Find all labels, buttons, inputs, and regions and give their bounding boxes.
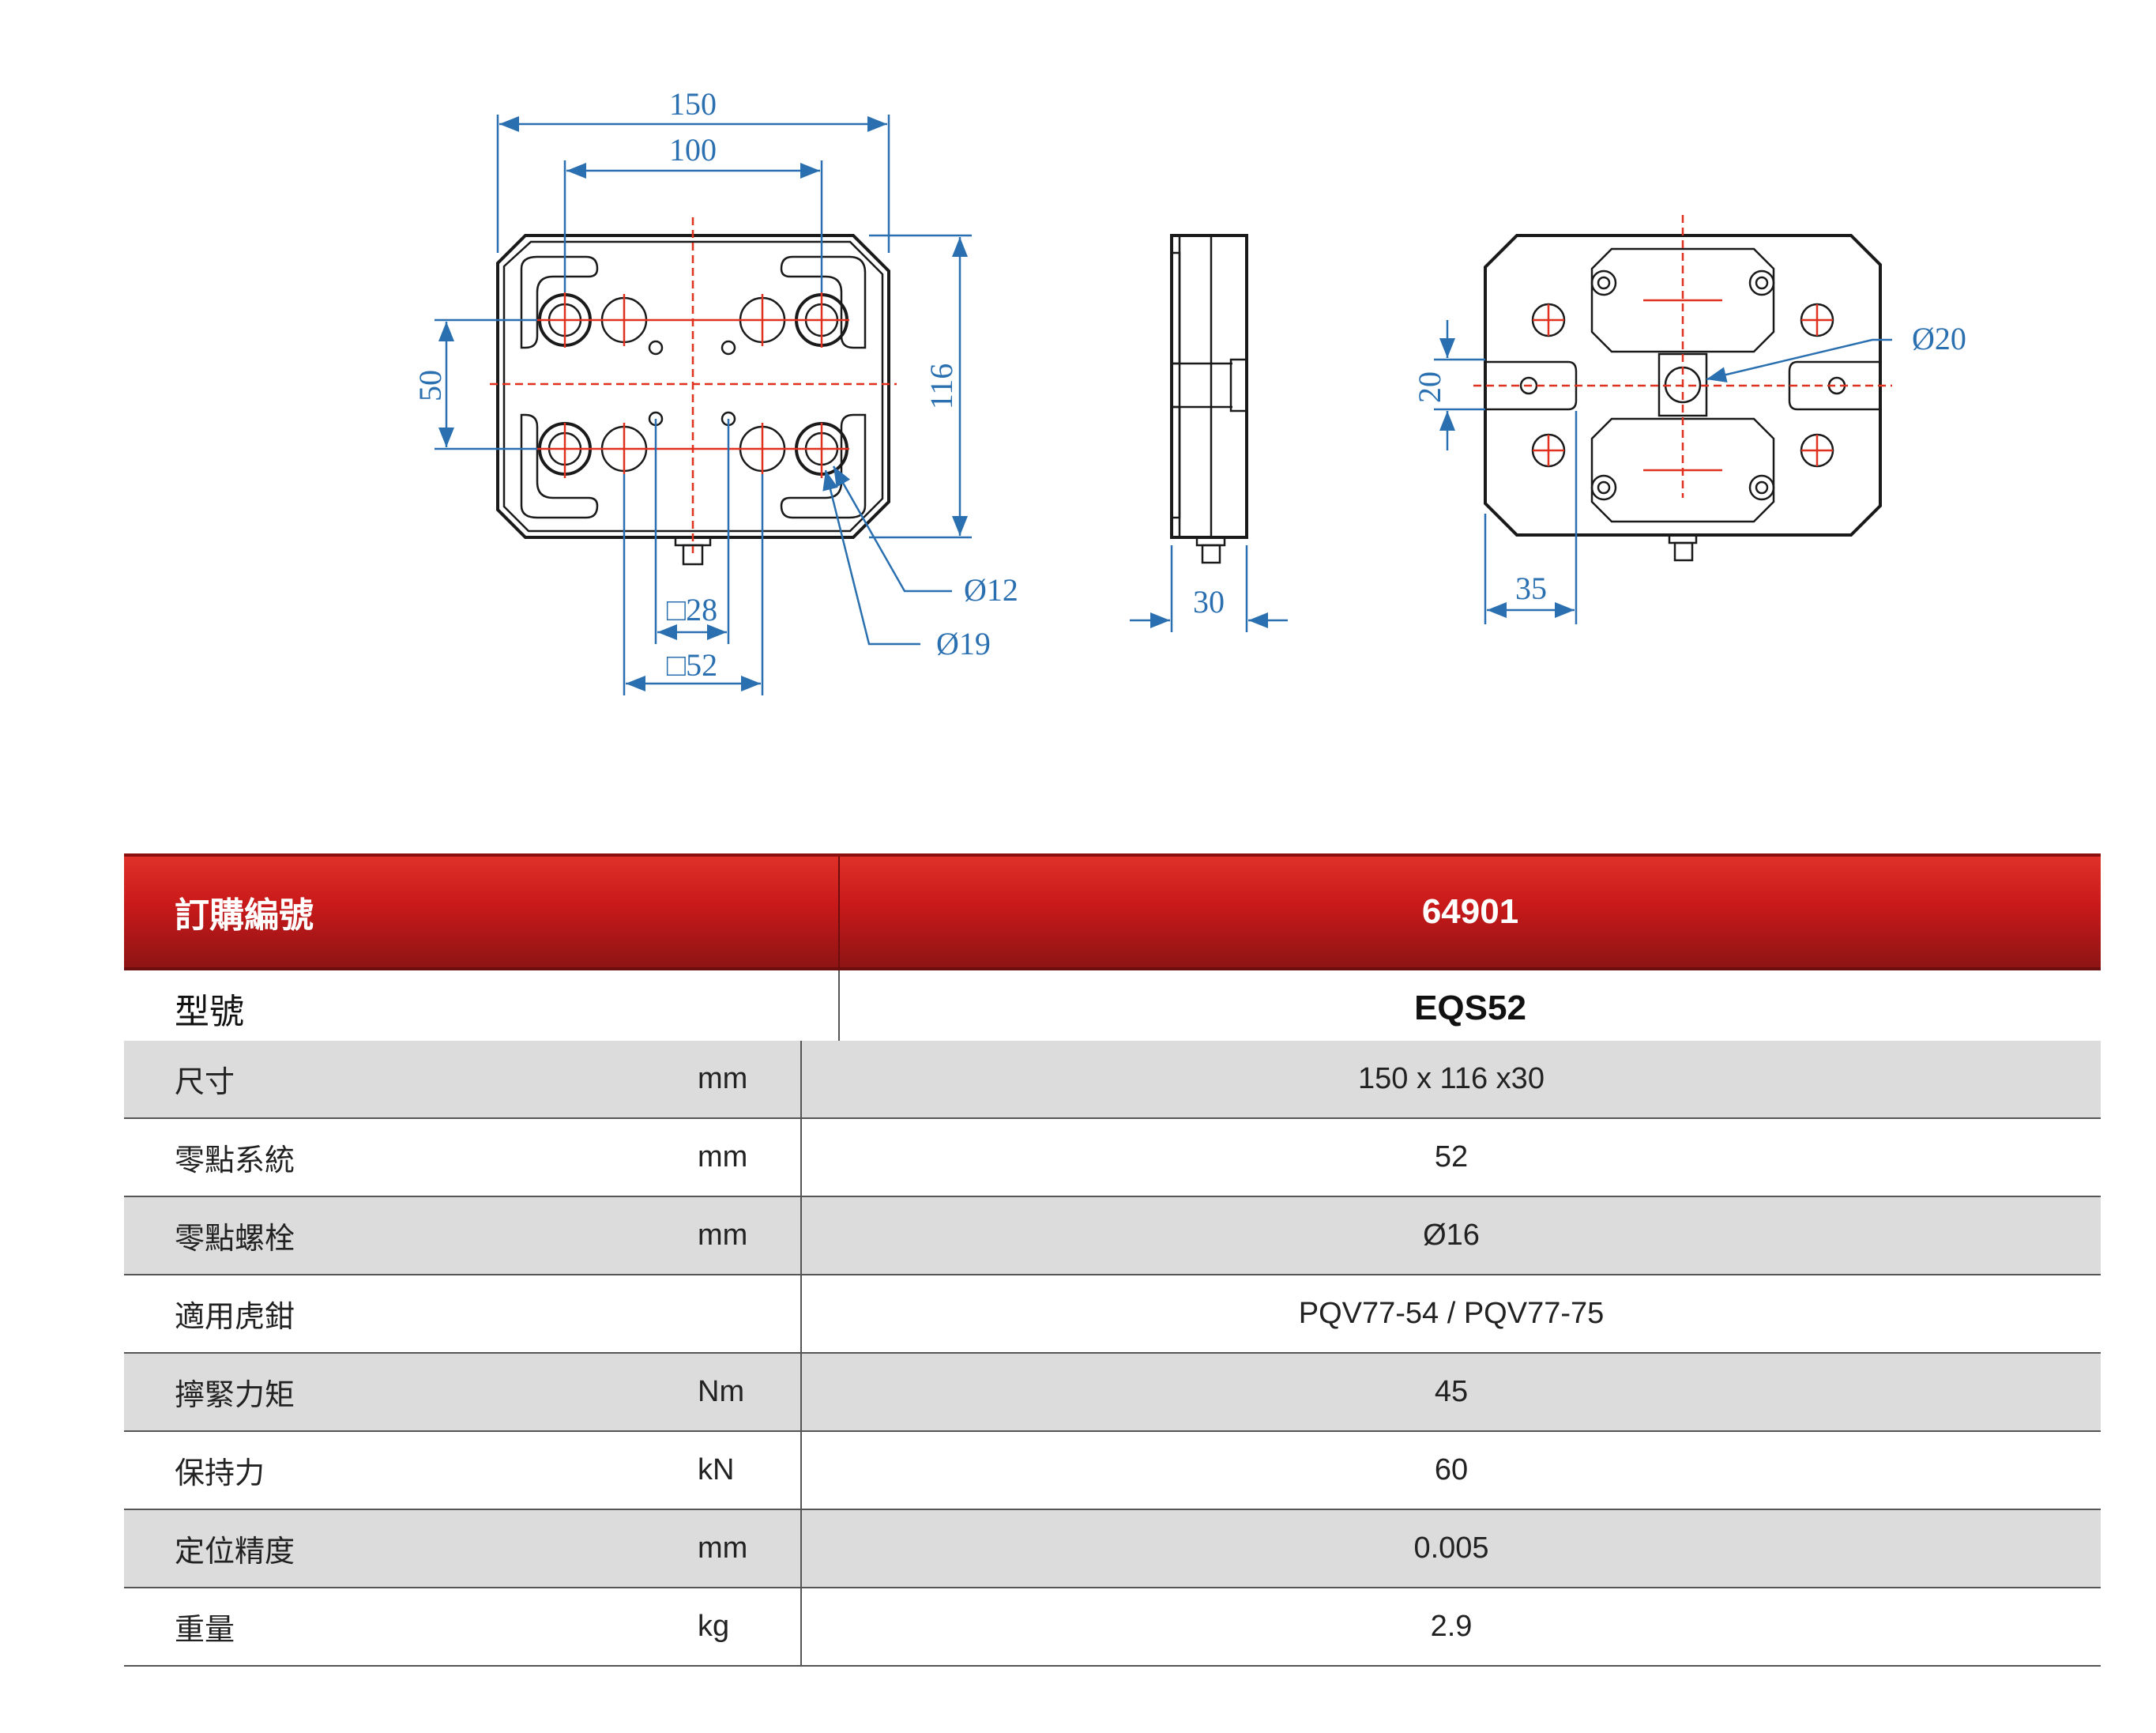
row-value: 2.9	[800, 1588, 2101, 1667]
spec-table: 訂購編號 64901 型號 EQS52	[124, 853, 2101, 1048]
table-row: 重量 kg 2.9	[124, 1588, 2101, 1667]
table-row: 保持力 kN 60	[124, 1431, 2101, 1510]
row-unit: mm	[697, 1196, 801, 1275]
row-unit: kg	[697, 1588, 801, 1667]
row-label: 保持力	[124, 1431, 697, 1510]
table-row: 尺寸 mm 150 x 116 x30	[124, 1041, 2101, 1119]
row-label: 零點系統	[124, 1118, 697, 1197]
row-label: 重量	[124, 1588, 697, 1667]
table-row: 定位精度 mm 0.005	[124, 1509, 2101, 1588]
dim-offset: 35	[1515, 571, 1547, 606]
front-view: 150 100 50 116 □28 □52 Ø12 Ø19	[412, 86, 1018, 695]
table-header-row: 訂購編號 64901	[124, 853, 2101, 970]
row-unit: mm	[697, 1041, 801, 1119]
row-value: 45	[800, 1353, 2101, 1432]
row-label: 零點螺栓	[124, 1196, 697, 1275]
table-row: 零點螺栓 mm Ø16	[124, 1196, 2101, 1275]
row-value: 52	[800, 1118, 2101, 1197]
model-label: 型號	[124, 969, 839, 1048]
row-unit: kN	[697, 1431, 801, 1510]
dim-slot: 20	[1412, 371, 1447, 403]
dim-dia-large: Ø19	[936, 626, 991, 661]
dim-height: 116	[924, 364, 959, 410]
row-value: Ø16	[800, 1196, 2101, 1275]
dim-width: 150	[669, 86, 717, 122]
table-row: 零點系統 mm 52	[124, 1118, 2101, 1197]
technical-drawing: 150 100 50 116 □28 □52 Ø12 Ø19	[412, 86, 1966, 695]
model-value: EQS52	[838, 969, 2101, 1048]
row-label: 擰緊力矩	[124, 1353, 697, 1432]
dim-vertical-spacing: 50	[412, 370, 448, 401]
row-label: 適用虎鉗	[124, 1275, 697, 1354]
table-row: 擰緊力矩 Nm 45	[124, 1353, 2101, 1432]
model-row: 型號 EQS52	[124, 969, 2101, 1048]
table-row: 適用虎鉗 PQV77-54 / PQV77-75	[124, 1275, 2101, 1354]
order-number-label: 訂購編號	[124, 853, 839, 970]
dim-dia-rear: Ø20	[1912, 321, 1966, 356]
dim-dia-small: Ø12	[964, 572, 1018, 608]
dim-hole-spacing: 100	[669, 132, 717, 168]
spec-rows: 尺寸 mm 150 x 116 x30 零點系統 mm 52 零點螺栓 mm Ø…	[124, 1041, 2101, 1667]
row-unit	[697, 1275, 801, 1354]
row-unit: Nm	[697, 1353, 801, 1432]
rear-view: 20 35 Ø20	[1412, 215, 1966, 624]
side-view: 30	[1130, 234, 1288, 632]
row-unit: mm	[697, 1509, 801, 1588]
row-value: PQV77-54 / PQV77-75	[800, 1275, 2101, 1354]
dim-thickness: 30	[1193, 584, 1225, 620]
row-value: 0.005	[800, 1509, 2101, 1588]
row-label: 尺寸	[124, 1041, 697, 1119]
row-label: 定位精度	[124, 1509, 697, 1588]
row-value: 150 x 116 x30	[800, 1041, 2101, 1119]
dim-small-square: □28	[667, 592, 717, 627]
order-number-value: 64901	[838, 853, 2101, 970]
row-value: 60	[800, 1431, 2101, 1510]
row-unit: mm	[697, 1118, 801, 1197]
dim-large-square: □52	[667, 647, 717, 683]
